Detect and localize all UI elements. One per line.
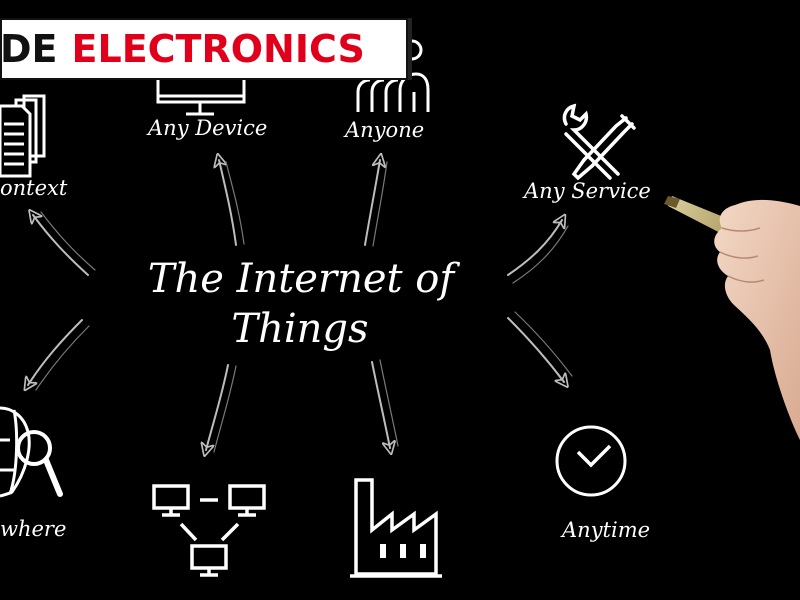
arrow-any-device [219, 160, 237, 246]
tools-icon [562, 103, 636, 181]
label-any-device: Any Device [148, 116, 268, 140]
brand-prefix: DE [0, 27, 58, 71]
label-context: ontext [0, 176, 68, 200]
arrow-anywhere [28, 319, 83, 385]
brand-name: ELECTRONICS [71, 27, 365, 71]
arrow-network [206, 364, 229, 450]
center-title-line1: The Internet of [147, 256, 455, 302]
globe-search-icon [0, 406, 63, 498]
arrow-anytime [507, 317, 564, 382]
label-anywhere: where [0, 517, 67, 541]
arrow-industry [371, 361, 390, 448]
label-anyone: Anyone [345, 118, 425, 142]
people-icon [356, 39, 430, 112]
factory-icon [350, 478, 442, 578]
center-title-line2: Things [231, 306, 369, 352]
network-computers-icon [152, 484, 266, 577]
arrow-context [33, 215, 89, 276]
hand-with-pen [664, 196, 800, 440]
arrow-anyone [364, 160, 380, 246]
brand-banner: DE ELECTRONICS [0, 18, 412, 80]
arrow-any-service [507, 220, 562, 276]
label-anytime: Anytime [562, 518, 651, 542]
label-any-service: Any Service [524, 179, 651, 203]
clock-icon [555, 425, 627, 497]
documents-icon [0, 94, 46, 178]
